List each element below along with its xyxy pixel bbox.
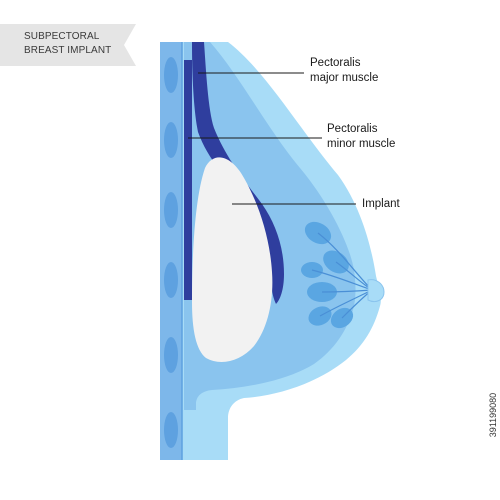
label-pectoralis-minor-line-2: minor muscle bbox=[327, 138, 396, 150]
label-pectoralis-minor: Pectoralis minor muscle bbox=[327, 122, 395, 152]
label-pectoralis-major-line-1: Pectoralis bbox=[310, 57, 361, 69]
rib-section bbox=[164, 192, 178, 228]
rib-section bbox=[164, 337, 178, 373]
rib-section bbox=[164, 262, 178, 298]
diagram-title: SUBPECTORAL BREAST IMPLANT bbox=[24, 30, 111, 58]
pectoralis-minor-muscle bbox=[184, 60, 192, 300]
rib-section bbox=[164, 57, 178, 93]
side-id-text: 391199080 bbox=[488, 392, 498, 438]
title-line-2: BREAST IMPLANT bbox=[24, 45, 112, 56]
side-id: 391199080 bbox=[486, 360, 500, 470]
title-banner: SUBPECTORAL BREAST IMPLANT bbox=[0, 24, 136, 66]
nipple bbox=[367, 279, 385, 303]
rib-sections bbox=[164, 57, 178, 448]
rib-section bbox=[164, 412, 178, 448]
label-pectoralis-major-line-2: major muscle bbox=[310, 72, 379, 84]
leader-lines bbox=[188, 72, 356, 205]
label-pectoralis-minor-line-1: Pectoralis bbox=[327, 123, 378, 135]
implant bbox=[192, 157, 273, 362]
label-pectoralis-major: Pectoralis major muscle bbox=[310, 56, 378, 86]
title-line-1: SUBPECTORAL bbox=[24, 31, 100, 42]
banner-shape bbox=[0, 24, 136, 66]
rib-section bbox=[164, 122, 178, 158]
chest-wall bbox=[160, 42, 182, 460]
label-implant: Implant bbox=[362, 198, 400, 210]
